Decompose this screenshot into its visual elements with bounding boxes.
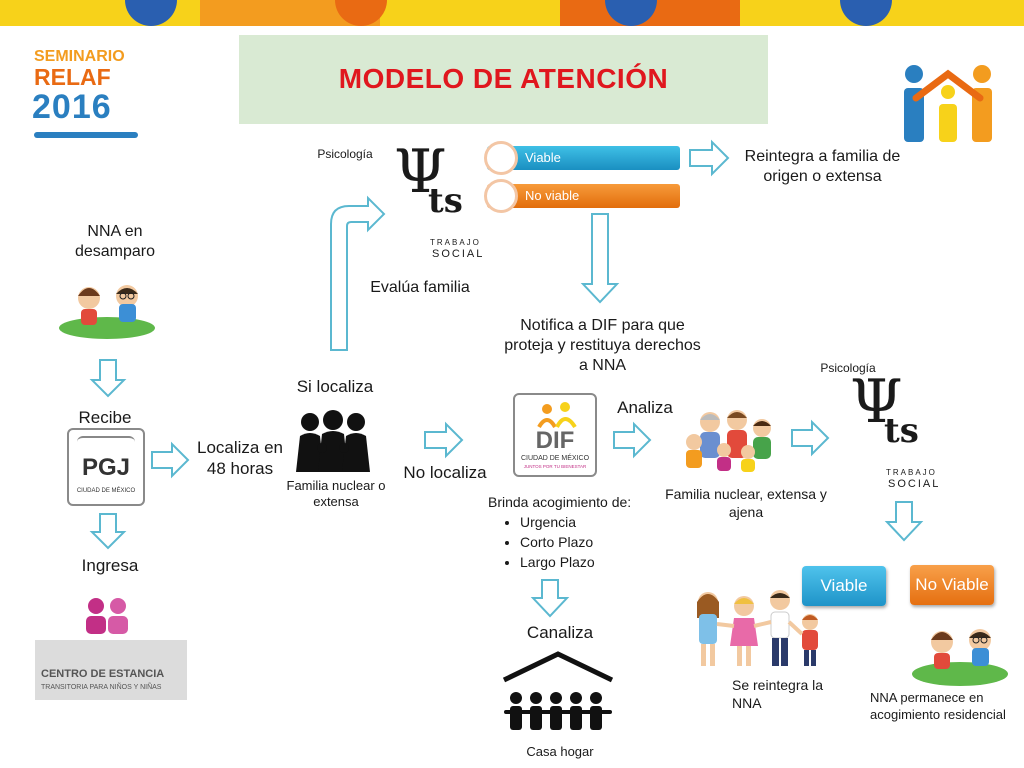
top-decorative-bar	[0, 0, 1024, 26]
pgj-logo: PGJ CIUDAD DE MÉXICO	[67, 428, 145, 506]
psy-top-ts-line1: TRABAJO	[430, 238, 481, 247]
brinda-item-corto: Corto Plazo	[520, 532, 658, 552]
logo-relaf: RELAF	[34, 64, 111, 90]
arrow-localiza-to-evalua	[330, 195, 386, 351]
arrow-dif-to-analiza	[613, 421, 652, 459]
familia-ajena-text: Familia nuclear, extensa y ajena	[665, 486, 827, 520]
nna-residencial-illustration	[912, 629, 1008, 686]
logo-year: 2016	[32, 88, 112, 126]
pgj-city: CIUDAD DE MÉXICO	[76, 488, 136, 494]
arrow-to-dif	[424, 421, 464, 459]
arrow-desamparo-to-recibe	[89, 359, 127, 398]
se-reintegra-text: Se reintegra la NNA	[732, 677, 824, 712]
dif-tagline: JUNTOS POR TU BIENESTAR	[523, 464, 587, 469]
pgj-letters: PGJ	[81, 454, 131, 481]
title-box: MODELO DE ATENCIÓN	[239, 35, 768, 124]
arrow-familia-to-psicologia	[791, 419, 830, 457]
centro-estancia-logo: CENTRO DE ESTANCIA TRANSITORIA PARA NIÑO…	[35, 640, 187, 700]
evalua-familia-text: Evalúa familia	[370, 279, 470, 296]
canaliza-text: Canaliza	[526, 623, 594, 642]
psychology-social-work-icon-top: Ψ ts TRABAJO SOCIAL	[394, 137, 485, 260]
casa-hogar-icon	[502, 651, 614, 730]
analiza-text: Analiza	[617, 398, 673, 417]
children-holding-hands-illustration	[697, 590, 818, 666]
nna-desamparo-text: NNA en desamparo	[74, 223, 156, 260]
brinda-block: Brinda acogimiento de: Urgencia Corto Pl…	[488, 494, 658, 572]
viable-option: Viable	[487, 146, 680, 170]
centro-line1: CENTRO DE ESTANCIA	[41, 668, 165, 680]
arrow-pgj-to-ingresa	[89, 513, 127, 550]
casa-hogar-text: Casa hogar	[526, 744, 594, 759]
page-title: MODELO DE ATENCIÓN	[338, 63, 669, 94]
si-localiza-text: Si localiza	[296, 377, 374, 396]
centro-estancia-children-icon	[86, 598, 128, 634]
dif-city: CIUDAD DE MÉXICO	[520, 455, 590, 462]
dif-logo: DIF CIUDAD DE MÉXICO JUNTOS POR TU BIENE…	[513, 393, 597, 477]
arrow-noviable-to-notifica	[580, 213, 620, 304]
reintegra-text: Reintegra a familia de origen o extensa	[744, 148, 901, 185]
no-viable-option: No viable	[487, 184, 680, 208]
psy-right-ts-line2: SOCIAL	[888, 478, 941, 490]
extended-family-illustration	[686, 410, 771, 472]
no-viable-button: No Viable	[910, 565, 994, 605]
recibe-text: Recibe	[78, 408, 132, 427]
centro-line2: TRANSITORIA PARA NIÑOS Y NIÑAS	[41, 684, 162, 691]
family-silhouette-icon	[296, 410, 370, 472]
ingresa-text: Ingresa	[81, 556, 139, 575]
familia-nuclear-text: Familia nuclear o extensa	[286, 478, 386, 510]
logo-seminario: SEMINARIO	[34, 48, 125, 65]
viable-circle	[484, 141, 518, 175]
no-localiza-text: No localiza	[403, 463, 487, 482]
viable-button: Viable	[802, 566, 886, 606]
no-viable-circle	[484, 179, 518, 213]
psicologia-right-label: Psicología	[820, 361, 876, 375]
localiza-text: Localiza en 48 horas	[196, 438, 283, 479]
brinda-list: Urgencia Corto Plazo Largo Plazo	[488, 512, 658, 572]
brinda-item-largo: Largo Plazo	[520, 552, 658, 572]
notifica-text: Notifica a DIF para que proteja y restit…	[504, 317, 701, 374]
arrow-viable-to-reintegra	[689, 139, 730, 177]
psy-top-ts-line2: SOCIAL	[432, 248, 485, 260]
brinda-item-urgencia: Urgencia	[520, 512, 658, 532]
children-playing-illustration	[59, 285, 155, 339]
dif-letters: DIF	[535, 427, 575, 454]
family-logo-icon	[904, 65, 992, 142]
arrow-pgj-to-localiza	[151, 441, 190, 479]
psy-right-ts-line1: TRABAJO	[886, 468, 937, 477]
permanece-text: NNA permanece en acogimiento residencial	[870, 690, 1006, 722]
seminario-relaf-logo: SEMINARIO RELAF 2016	[32, 48, 142, 143]
psicologia-top-label: Psicología	[317, 147, 373, 161]
arrow-brinda-to-canaliza	[530, 579, 570, 618]
arrow-psicologia-to-decision	[884, 501, 924, 542]
psychology-social-work-icon-right: Ψ ts TRABAJO SOCIAL	[850, 367, 941, 490]
brinda-heading: Brinda acogimiento de:	[488, 494, 632, 510]
